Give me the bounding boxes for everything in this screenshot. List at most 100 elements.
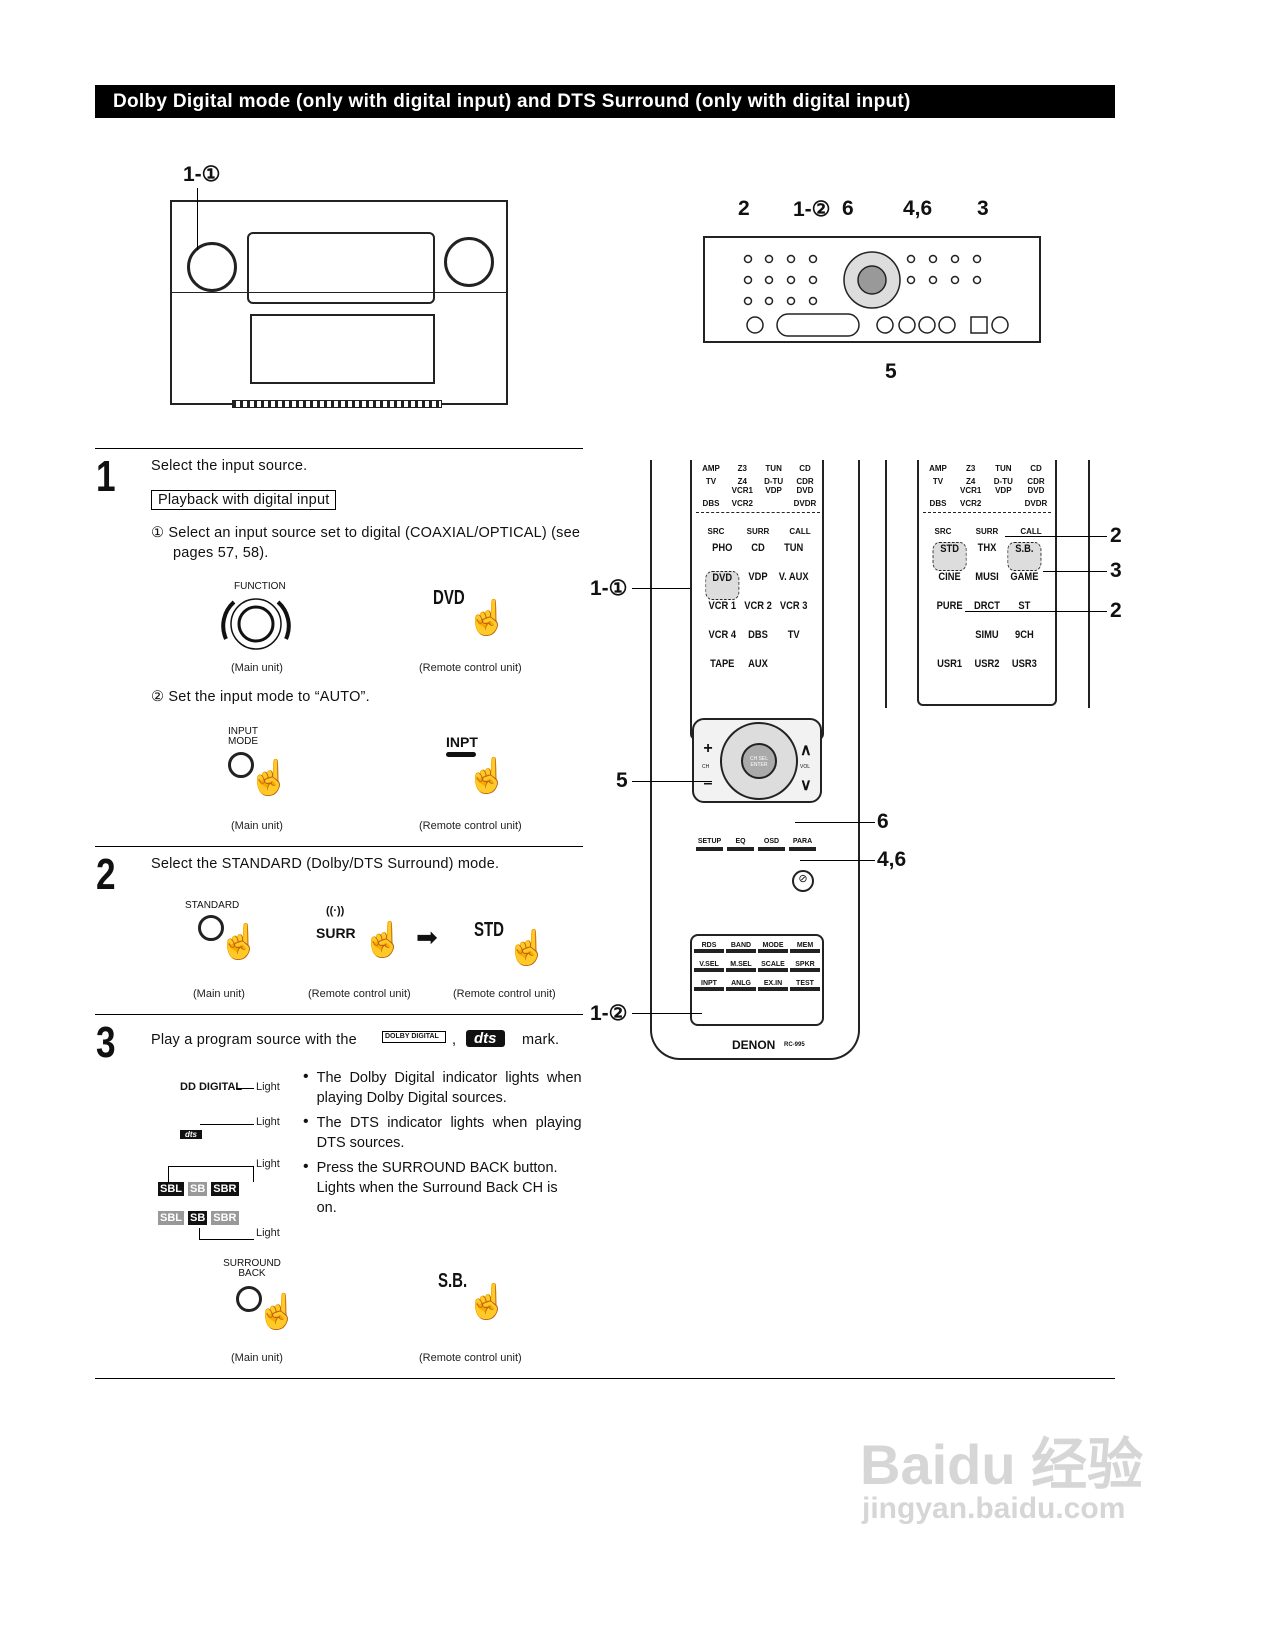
key-eq[interactable]: EQ [727, 838, 754, 851]
key-vcr-1[interactable]: VCR 1 [708, 600, 737, 612]
ch-down-button[interactable]: – [703, 775, 713, 792]
source-button-tun[interactable]: TUN [765, 464, 782, 473]
key-scale[interactable]: SCALE [758, 961, 788, 972]
key-inpt[interactable]: INPT [694, 980, 724, 991]
sbl-indicator: SBL [158, 1182, 184, 1196]
key-test[interactable]: TEST [790, 980, 820, 991]
key-9ch[interactable]: 9CH [1015, 629, 1034, 641]
key-dvd[interactable]: DVD [705, 571, 740, 600]
bullet-item: The DTS indicator lights when playing DT… [316, 1115, 582, 1151]
watermark-logo: Baidu 经验 [860, 1433, 1144, 1496]
source-button-dbs[interactable]: DBS [929, 499, 947, 508]
key-rds[interactable]: RDS [694, 942, 724, 953]
key-setup[interactable]: SETUP [696, 838, 723, 851]
source-button-vcr2[interactable]: VCR2 [959, 499, 982, 508]
vol-down-button[interactable]: ∨ [800, 777, 812, 794]
source-button-z4-vcr1[interactable]: Z4 VCR1 [959, 477, 982, 495]
key-vcr-3[interactable]: VCR 3 [779, 600, 808, 612]
caption-remote-unit: (Remote control unit) [419, 662, 522, 674]
source-button-dbs[interactable]: DBS [702, 499, 720, 508]
key-musi[interactable]: MUSI [975, 571, 999, 583]
key-s-b[interactable]: S.B. [1007, 542, 1042, 571]
mute-icon[interactable]: ⊘ [792, 870, 814, 892]
source-button-tv[interactable]: TV [705, 477, 717, 486]
caption-remote-unit: (Remote control unit) [453, 988, 556, 1000]
key-st[interactable]: ST [1018, 600, 1031, 612]
source-button-vcr2[interactable]: VCR2 [731, 499, 753, 508]
key-thx[interactable]: THX [977, 542, 997, 554]
key-usr2[interactable]: USR2 [974, 658, 1000, 670]
source-button-tv[interactable]: TV [932, 477, 944, 486]
key-usr3[interactable]: USR3 [1011, 658, 1037, 670]
ch-up-button[interactable]: + [703, 740, 713, 757]
key-pho[interactable]: PHO [712, 542, 733, 554]
key-std[interactable]: STD [932, 542, 967, 571]
source-button-z3[interactable]: Z3 [965, 464, 976, 473]
key-dbs[interactable]: DBS [748, 629, 768, 641]
key-v-aux[interactable]: V. AUX [778, 571, 809, 583]
key-row: SIMU 9CH [933, 629, 1042, 658]
source-button-cdr-dvd[interactable]: CDR DVD [1027, 477, 1045, 495]
key-tape[interactable]: TAPE [710, 658, 735, 670]
key-simu[interactable]: SIMU [975, 629, 999, 641]
step3-sep: , [452, 1032, 457, 1048]
key-mem[interactable]: MEM [790, 942, 820, 953]
source-button-cd[interactable]: CD [799, 464, 811, 473]
key-cd[interactable]: CD [751, 542, 765, 554]
key-cine[interactable]: CINE [938, 571, 961, 583]
key-spkr[interactable]: SPKR [790, 961, 820, 972]
surr-button[interactable]: SURR [975, 527, 999, 536]
key-m-sel[interactable]: M.SEL [726, 961, 756, 972]
source-button-dvdr[interactable]: DVDR [1024, 499, 1048, 508]
key-ex-in[interactable]: EX.IN [758, 980, 788, 991]
caption-main-unit: (Main unit) [193, 988, 245, 1000]
source-button-blank[interactable] [988, 499, 1018, 508]
enter-button[interactable]: CH SEL ENTER [741, 743, 777, 779]
vol-up-button[interactable]: ∧ [800, 742, 812, 759]
callout-4-6: 4,6 [903, 197, 933, 220]
key-vcr-4[interactable]: VCR 4 [708, 629, 737, 641]
source-button-z3[interactable]: Z3 [737, 464, 747, 473]
key-vdp[interactable]: VDP [748, 571, 768, 583]
remote-detail: AMP Z3 TUN CD TV Z4 VCR1 D-TU VDP CDR DVD DBS VCR… [885, 460, 1090, 708]
step1-text: Select the input source. [151, 458, 308, 474]
call-button[interactable]: CALL [789, 527, 811, 536]
key-band[interactable]: BAND [726, 942, 756, 953]
key-tun[interactable]: TUN [784, 542, 804, 554]
key-anlg[interactable]: ANLG [726, 980, 756, 991]
src-button[interactable]: SRC [934, 527, 952, 536]
surr-button[interactable]: SURR [746, 527, 770, 536]
key-tv[interactable]: TV [787, 629, 800, 641]
source-button-blank[interactable] [759, 499, 789, 508]
source-button-cdr-dvd[interactable]: CDR DVD [796, 477, 814, 495]
caption-main-unit: (Main unit) [231, 1352, 283, 1364]
callout-2: 2 [1110, 599, 1122, 622]
key-drct[interactable]: DRCT [974, 600, 1000, 612]
key-vcr-2[interactable]: VCR 2 [744, 600, 772, 612]
source-button-dvdr[interactable]: DVDR [793, 499, 817, 508]
key-pure[interactable]: PURE [936, 600, 963, 612]
nav-pad: + – CH VOL ∧ ∨ CH SEL ENTER [692, 718, 822, 803]
call-button[interactable]: CALL [1020, 527, 1042, 536]
sbr-indicator: SBR [211, 1182, 239, 1196]
remote-brand: DENON [732, 1038, 776, 1052]
source-button-d-tu-vdp[interactable]: D-TU VDP [764, 477, 784, 495]
step-number-3: 3 [96, 1018, 116, 1067]
source-row: AMP Z3 TUN CD [923, 464, 1051, 473]
key-mode[interactable]: MODE [758, 942, 788, 953]
source-button-tun[interactable]: TUN [995, 464, 1012, 473]
source-button-z4-vcr1[interactable]: Z4 VCR1 [731, 477, 753, 495]
key-v-sel[interactable]: V.SEL [694, 961, 724, 972]
callout-1-2: 1-② [793, 198, 831, 221]
source-button-amp[interactable]: AMP [702, 464, 720, 473]
key-osd[interactable]: OSD [758, 838, 785, 851]
src-button[interactable]: SRC [707, 527, 725, 536]
source-button-amp[interactable]: AMP [929, 464, 947, 473]
source-button-cd[interactable]: CD [1030, 464, 1042, 473]
key-usr1[interactable]: USR1 [937, 658, 963, 670]
key-game[interactable]: GAME [1010, 571, 1039, 583]
key-para[interactable]: PARA [789, 838, 816, 851]
key-aux[interactable]: AUX [748, 658, 768, 670]
source-button-d-tu-vdp[interactable]: D-TU VDP [993, 477, 1013, 495]
